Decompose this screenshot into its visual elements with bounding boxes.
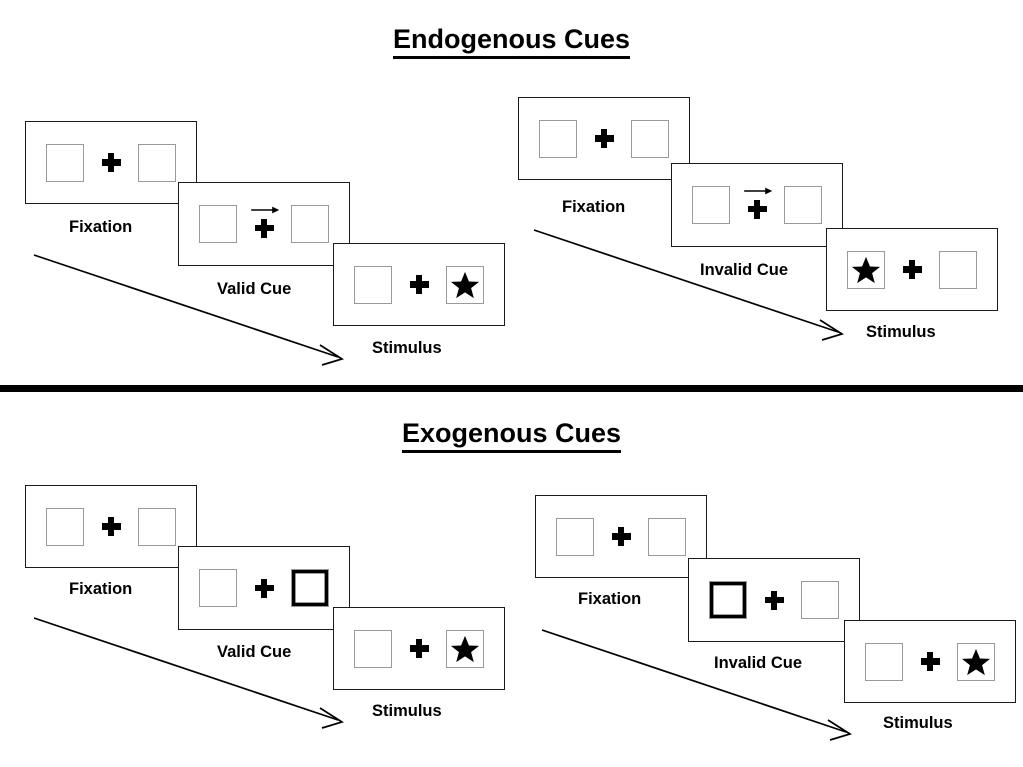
left-box [46,507,84,546]
fixation-cross-wrap [899,250,925,290]
right-box [784,186,822,224]
panel-label-fixation: Fixation [69,580,133,598]
left-box [692,186,730,224]
panel-label-fixation: Fixation [562,198,626,216]
fixation-cross-wrap [98,507,124,547]
plus-icon [254,218,274,238]
left-box [865,642,903,681]
panel-label-stimulus: Stimulus [866,323,936,341]
arrow-right-icon [744,187,773,195]
star-icon [961,648,991,675]
fixation-cross-wrap [98,143,124,183]
panel-exogenous-valid-cue [178,546,350,630]
panel-exogenous-valid-fixation [25,485,197,568]
left-box-cued [709,581,747,619]
fixation-cross-wrap [591,119,617,159]
right-box [291,205,329,243]
right-box [138,507,176,546]
right-box [446,265,484,304]
right-box [957,642,995,681]
plus-icon [902,260,922,279]
fixation-cross-wrap [761,580,787,620]
plus-icon [747,199,767,219]
fixation-cross-wrap [251,204,280,244]
fixation-cross-wrap [406,629,432,669]
left-box [556,517,594,556]
panel-exogenous-valid-stimulus [333,607,505,690]
panel-label-invalid-cue: Invalid Cue [714,654,803,672]
panel-label-invalid-cue: Invalid Cue [700,261,789,279]
plus-icon [101,153,121,172]
left-box [46,143,84,182]
right-box [446,629,484,668]
right-box [138,143,176,182]
plus-icon [764,590,784,610]
panel-endogenous-valid-fixation [25,121,197,204]
arrow-right-icon [251,206,280,214]
right-box [801,581,839,619]
panel-label-stimulus: Stimulus [372,339,442,357]
plus-icon [409,275,429,294]
fixation-cross-wrap [251,568,277,608]
plus-icon [409,639,429,658]
plus-icon [920,652,940,671]
right-box [939,250,977,289]
left-box [354,265,392,304]
fixation-cross-wrap [744,185,773,225]
left-box [539,119,577,158]
right-box-cued [291,569,329,607]
section-title-exogenous: Exogenous Cues [0,418,1023,453]
left-box [847,250,885,289]
panel-label-stimulus: Stimulus [372,702,442,720]
star-icon [851,256,881,283]
section-title-endogenous: Endogenous Cues [0,24,1023,59]
fixation-cross-wrap [917,642,943,682]
fixation-cross-wrap [608,517,634,557]
panel-label-fixation: Fixation [578,590,642,608]
left-box [354,629,392,668]
section-title-endogenous-text: Endogenous Cues [392,24,630,59]
left-box [199,205,237,243]
star-icon [450,635,480,662]
plus-icon [611,527,631,546]
panel-label-stimulus: Stimulus [883,714,953,732]
panel-endogenous-valid-cue [178,182,350,266]
panel-exogenous-invalid-fixation [535,495,707,578]
panel-label-valid-cue: Valid Cue [217,643,292,661]
right-box [648,517,686,556]
panel-exogenous-invalid-stimulus [844,620,1016,703]
star-icon [450,271,480,298]
left-box [199,569,237,607]
panel-endogenous-invalid-stimulus [826,228,998,311]
right-box [631,119,669,158]
fixation-cross-wrap [406,265,432,305]
panel-endogenous-valid-stimulus [333,243,505,326]
panel-endogenous-invalid-cue [671,163,843,247]
plus-icon [594,129,614,148]
panel-label-fixation: Fixation [69,218,133,236]
section-title-exogenous-text: Exogenous Cues [401,418,622,453]
section-divider [0,385,1023,392]
panel-label-valid-cue: Valid Cue [217,280,292,298]
panel-exogenous-invalid-cue [688,558,860,642]
plus-icon [254,578,274,598]
panel-endogenous-invalid-fixation [518,97,690,180]
plus-icon [101,517,121,536]
